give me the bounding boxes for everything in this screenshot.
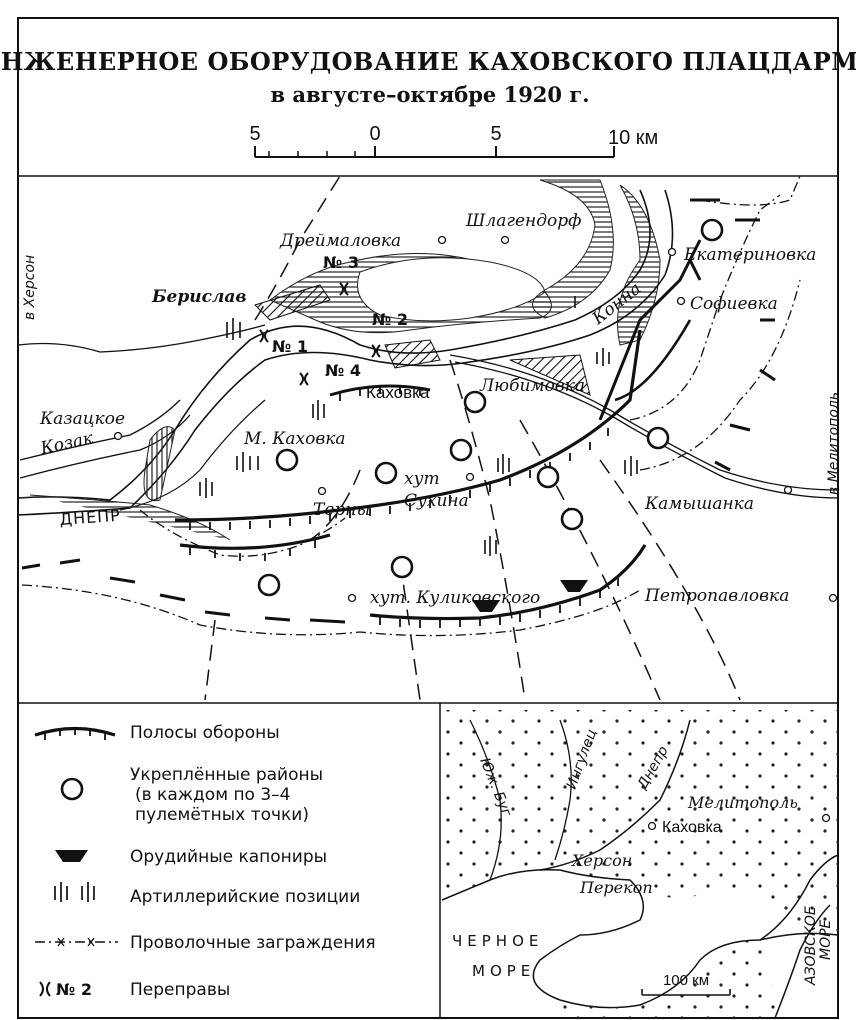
place-label: хут <box>404 469 440 489</box>
kozak-channel <box>19 399 181 461</box>
crossing-label: № 2 <box>372 310 408 329</box>
place-label: ДНЕПР <box>59 506 122 529</box>
main-map: Дреймаловка Шлагендорф Екатериновка Бери… <box>17 175 842 701</box>
fortified-area-marker <box>560 507 584 531</box>
inset-map: Юж. Буг Ингулец Днепр Мелитополь Каховка… <box>441 710 839 1019</box>
inset-city-label: Каховка <box>662 819 722 836</box>
place-label: Казацкое <box>39 409 125 429</box>
inset-river-ingulets <box>554 719 572 861</box>
place-label: Петропавловка <box>644 586 789 606</box>
place-label: Берислав <box>151 287 247 307</box>
legend-label: пулемётных точки) <box>135 805 309 825</box>
inset-land <box>442 710 838 935</box>
forward-defense-line <box>21 198 776 624</box>
fortified-area-marker <box>646 426 670 450</box>
scale-label: 5 <box>490 123 501 145</box>
inset-city-label: Мелитополь <box>687 793 798 812</box>
inset-sea-label: ЧЕРНОЕ <box>452 932 543 950</box>
place-label: Терны <box>313 500 370 520</box>
legend-label: Орудийные капониры <box>130 847 327 867</box>
scale-label: 0 <box>369 123 380 145</box>
place-label: Дреймаловка <box>279 231 401 251</box>
place-label: М. Каховка <box>243 429 346 449</box>
legend-crossing-symbol <box>39 981 51 997</box>
caponier-marker <box>472 600 500 612</box>
inset-scale-label: 100 км <box>663 972 709 989</box>
inset-river-dnepr <box>539 719 691 871</box>
legend-artillery-symbol <box>54 882 95 902</box>
defense-ticks <box>189 386 619 628</box>
dnepr-bank-north <box>17 189 651 501</box>
road-label: в Мелитополь <box>826 392 842 495</box>
scale-label: 10 км <box>608 127 658 149</box>
scale-bar: 5 0 5 10 км <box>249 123 658 158</box>
wire-obstacles <box>21 175 801 637</box>
crossing-label: № 3 <box>323 253 359 272</box>
inset-sea-label: МОРЕ <box>818 919 834 960</box>
inset-sea-label: МОРЕ <box>472 962 535 980</box>
artillery-positions <box>199 296 638 556</box>
place-label: Камышанка <box>644 494 754 514</box>
place-label: Екатериновка <box>683 245 816 265</box>
road-label: в Херсон <box>22 255 38 320</box>
floodplain-east <box>532 179 614 319</box>
inset-azov-coast <box>759 854 839 941</box>
bridgehead-zone <box>509 354 591 396</box>
caponier-marker <box>560 580 588 592</box>
settlement-markers <box>113 235 838 603</box>
crossing-label: № 4 <box>325 361 361 380</box>
south-bank <box>119 399 266 511</box>
map-title: ИНЖЕНЕРНОЕ ОБОРУДОВАНИЕ КАХОВСКОГО ПЛАЦД… <box>0 47 856 76</box>
fortified-area-marker <box>374 461 398 485</box>
place-label: хут. Куликовского <box>370 588 540 608</box>
inset-sea-label: АЗОВСКОЕ <box>803 906 819 986</box>
legend-caponier-symbol <box>55 850 88 862</box>
legend-label: Укреплённые районы <box>130 765 323 785</box>
bridgehead-zone <box>254 284 331 321</box>
fortified-area-marker <box>536 465 560 489</box>
bridgehead-zone <box>384 339 441 369</box>
legend-label: Полосы обороны <box>130 723 280 743</box>
inset-crimea <box>560 940 780 1018</box>
legend-label: (в каждом по 3–4 <box>135 785 291 805</box>
place-label: Каховка <box>366 383 430 402</box>
inset-city-label: Перекоп <box>579 878 653 897</box>
fortified-area-marker <box>390 555 414 579</box>
legend-label: Проволочные заграждения <box>130 933 376 953</box>
fortified-area-marker <box>275 448 299 472</box>
inset-city-marker <box>647 821 657 831</box>
legend-crossing-mark: № 2 <box>56 980 92 999</box>
place-label: Шлагендорф <box>465 211 581 231</box>
legend-fortified-symbol <box>60 777 84 801</box>
place-label: Козак <box>38 428 96 459</box>
place-label: Софиевка <box>690 294 778 314</box>
crossing-markers <box>259 282 381 386</box>
fortified-area-marker <box>449 438 473 462</box>
road-kherson <box>17 324 266 353</box>
island <box>357 257 546 322</box>
legend-label: Переправы <box>130 980 230 1000</box>
floodplain-sw <box>29 494 231 541</box>
crossing-label: № 1 <box>272 337 308 356</box>
gun-caponiers <box>472 580 588 612</box>
fortified-area-marker <box>700 218 724 242</box>
fortified-areas <box>257 218 724 597</box>
inset-river-bug <box>469 719 502 881</box>
legend-label: Артиллерийские позиции <box>130 887 360 907</box>
inset-city-label: Херсон <box>570 851 632 870</box>
place-label: Любимовка <box>479 376 585 396</box>
legend: Полосы обороны Укреплённые районы (в каж… <box>34 723 376 1000</box>
fortified-area-marker <box>463 390 487 414</box>
fortified-area-marker <box>257 573 281 597</box>
place-label: Сухина <box>404 491 469 511</box>
inset-city-marker <box>821 813 831 823</box>
floodplain-west <box>143 426 176 502</box>
outer-frame <box>17 17 839 1019</box>
map-subtitle: в августе–октябре 1920 г. <box>270 82 589 107</box>
scale-label: 5 <box>249 123 260 145</box>
